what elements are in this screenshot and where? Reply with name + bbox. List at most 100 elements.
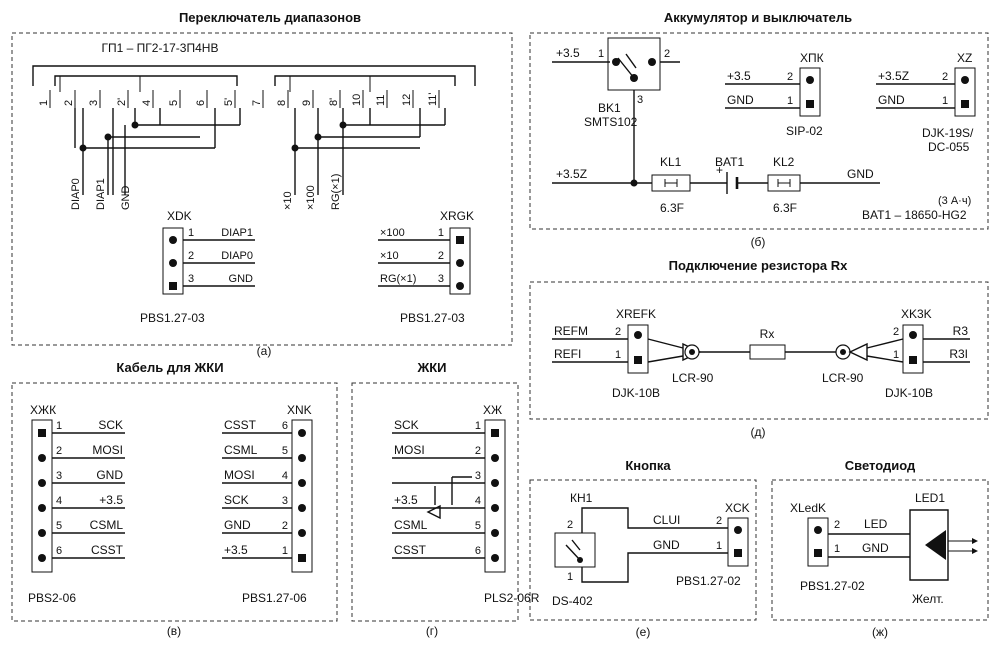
title-button: Кнопка [625,458,671,473]
switch-part-label: ГП1 – ПГ2-17-3П4НВ [102,41,219,55]
panel-rx-resistor: Подключение резистора Rx XREFK REFM REFI… [529,258,989,439]
net-label: REFI [554,347,581,361]
pin-number: 2 [893,326,899,338]
pin-signal: GND [224,518,251,532]
xck-connector-body [727,517,749,567]
connector-pin-key [806,100,814,108]
xzhk-connector-body [31,419,53,573]
pin-number: 2 [56,445,62,457]
title-cable: Кабель для ЖКИ [116,360,223,375]
caption-d: (д) [751,425,766,439]
switch-pin-number: 4 [141,100,153,106]
pin-signal: CSML [224,443,258,457]
pin-number: 3 [637,94,643,106]
switch-wires-right [294,108,446,148]
xdk-name: XDK [167,209,192,223]
clip-right-label: LCR-90 [822,371,864,385]
net-label: REFM [554,324,588,338]
pin-number: 4 [475,495,481,507]
lcd-vcc-arrow [426,504,441,520]
switch-pin-number: 12 [401,94,413,106]
junction-dot [131,121,139,129]
xz-wires [876,83,955,109]
xrgk-wires [378,239,450,287]
sw-name: BK1 [598,101,621,115]
pin-number: 3 [188,273,194,285]
junction-dot [291,144,299,152]
pin-number: 4 [282,470,288,482]
kl1-body [651,174,691,192]
pin-number: 5 [56,520,62,532]
switch-pin-number: 8 [276,100,288,106]
pin-number: 1 [834,543,840,555]
clip-left-ring [689,349,695,355]
signal-label: DIAP1 [95,178,107,210]
net-label: GND [878,93,905,107]
xnk-connector-body [291,419,313,573]
switch-pin-number: 1 [38,100,50,106]
connector-pin [491,554,499,562]
net-label: +3.5Z [556,167,587,181]
connector-pin [456,282,464,290]
xdk-type: PBS1.27-03 [140,311,205,325]
pin-signal: MOSI [394,443,425,457]
connector-pin [806,76,814,84]
xrgk-type: PBS1.27-03 [400,311,465,325]
clip-left-label: LCR-90 [672,371,714,385]
xrefk-wires [552,338,628,363]
frame-cable [11,382,338,622]
connector-pin [909,331,917,339]
pin-number: 1 [787,95,793,107]
pin-signal: +3.5 [394,493,418,507]
connector-pin-key [961,100,969,108]
led-body [909,509,949,581]
pin-signal: RG(×1) [380,273,416,285]
title-rx: Подключение резистора Rx [669,258,849,273]
pin-signal: DIAP0 [221,250,253,262]
connector-pin [38,504,46,512]
net-label: GND [653,538,680,552]
connector-pin [38,554,46,562]
switch-pin-number: 5' [223,98,235,106]
title-lcd: ЖКИ [416,360,446,375]
switch-body-outer [32,65,476,86]
switch-pin-number: 3 [88,100,100,106]
pin-number: 1 [475,420,481,432]
net-label: GND [727,93,754,107]
switch-pin-number: 2 [63,100,75,106]
pin-number: 1 [893,349,899,361]
xk3k-name: XK3K [901,307,932,321]
title-range-switch: Переключатель диапазонов [179,10,361,25]
connector-pin [298,479,306,487]
clip-right-leads [866,338,904,363]
led-diode-icon [925,530,946,560]
battery-note: BAT1 – 18650-HG2 [862,208,967,222]
connector-pin [491,454,499,462]
signal-label: DIAP0 [70,178,82,210]
pin-number: 1 [567,571,573,583]
xrefk-name: XREFK [616,307,656,321]
connector-pin-key [734,549,742,557]
sw-lever [617,53,637,79]
net-label: R3 [953,324,969,338]
panel-button: Кнопка КН1 2 1 DS-402 XCK CLUI GND 2 1 P… [529,458,757,639]
kh1-body [554,532,596,568]
net-label: +3.5 [556,46,580,60]
xledk-connector-body [807,517,829,567]
connector-pin [491,529,499,537]
kl2-name: KL2 [773,155,795,169]
pin-number: 1 [438,227,444,239]
caption-a: (а) [257,344,272,358]
junction-dot [79,144,87,152]
net-label: +3.5 [727,69,751,83]
pin-number: 2 [787,71,793,83]
connector-pin [491,479,499,487]
connector-pin-key [909,356,917,364]
pin-signal: ×10 [380,250,399,262]
connector-pin [38,479,46,487]
pin-signal: ×100 [380,227,405,239]
pin-number: 2 [834,519,840,531]
pin-signal: GND [96,468,123,482]
